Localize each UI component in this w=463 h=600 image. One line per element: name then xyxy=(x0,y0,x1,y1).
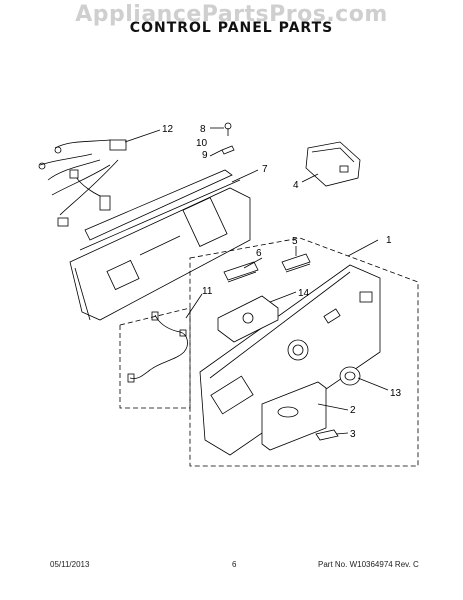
callout-10: 10 xyxy=(196,138,208,149)
ui-board xyxy=(217,295,279,343)
callout-2: 2 xyxy=(350,405,356,416)
callout-13: 13 xyxy=(390,388,402,399)
detergent-button xyxy=(315,429,339,441)
callout-1: 1 xyxy=(386,235,392,246)
page-title: CONTROL PANEL PARTS xyxy=(129,20,334,36)
console-panel xyxy=(199,264,381,456)
wire-harness xyxy=(38,139,127,227)
watermark: AppliancePartsPros.com xyxy=(75,2,388,27)
callout-4: 4 xyxy=(293,180,299,191)
callout-5: 5 xyxy=(292,236,298,247)
callout-7: 7 xyxy=(262,164,268,175)
console-frame xyxy=(69,169,251,321)
footer-part-number: Part No. W10364974 Rev. C xyxy=(318,560,419,569)
dispenser-handle xyxy=(261,381,327,451)
light-pipes xyxy=(223,253,311,283)
callout-3: 3 xyxy=(350,429,356,440)
footer-date: 05/11/2013 xyxy=(50,560,90,569)
callout-11: 11 xyxy=(202,286,213,297)
callout-14: 14 xyxy=(298,288,310,299)
control-bracket xyxy=(305,141,361,187)
harness-11 xyxy=(127,311,188,383)
callout-8: 8 xyxy=(200,124,206,135)
leader-lines xyxy=(124,127,389,435)
callout-6: 6 xyxy=(256,248,262,259)
callout-9: 9 xyxy=(202,150,208,161)
footer-page-number: 6 xyxy=(232,560,237,569)
screw-clip-group xyxy=(221,122,235,155)
callout-12: 12 xyxy=(162,124,174,135)
knob xyxy=(339,366,361,386)
